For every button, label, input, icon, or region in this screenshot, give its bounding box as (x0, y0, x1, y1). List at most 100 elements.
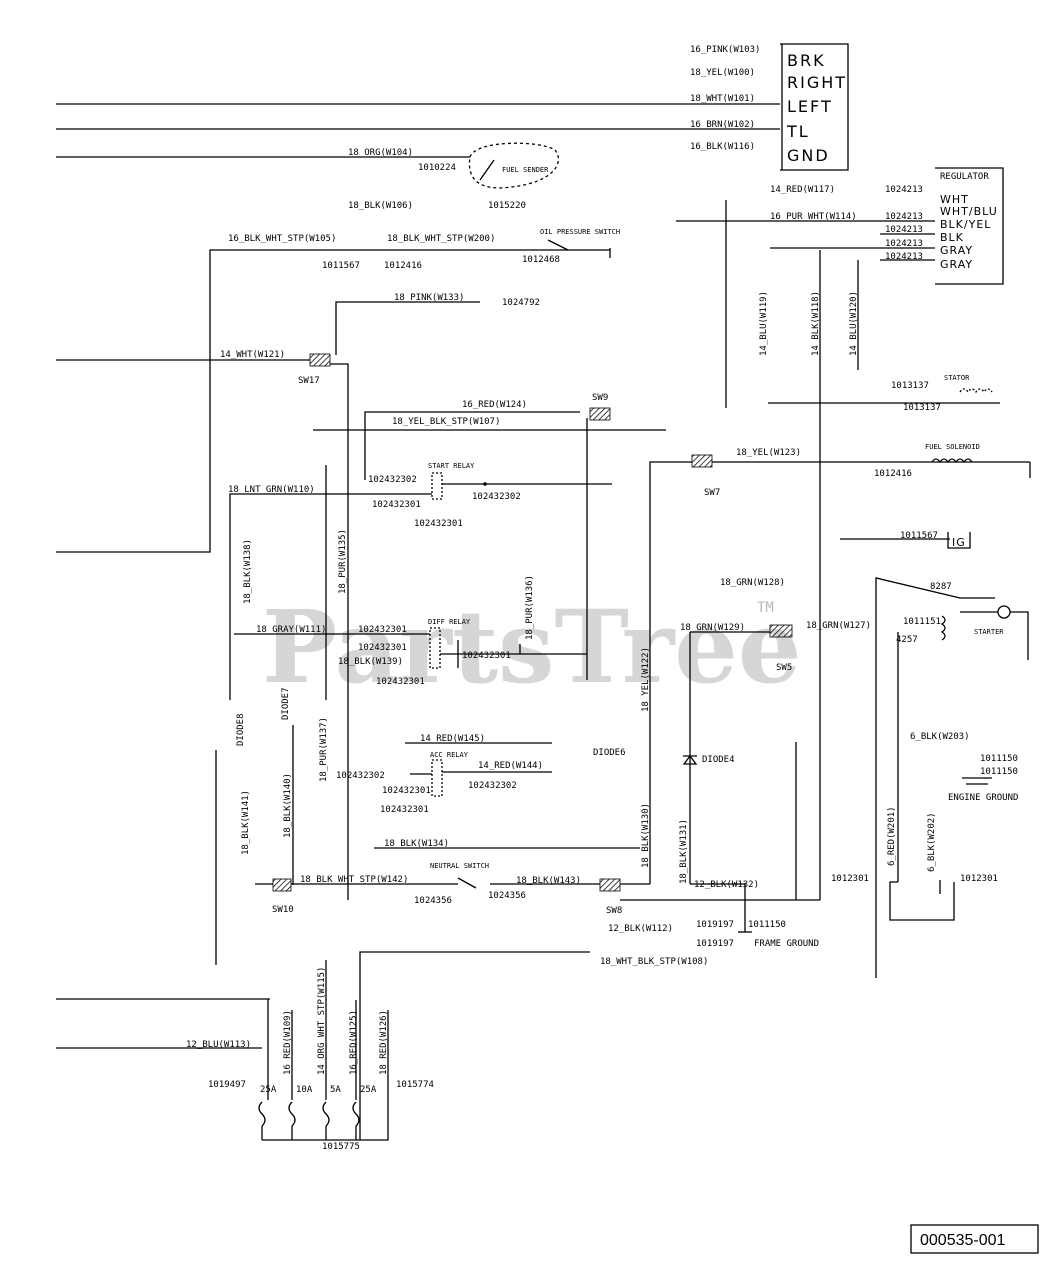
acc-relay: 14_RED(W145) ACC RELAY 14_RED(W144) 1024… (336, 734, 552, 815)
wire-label: 6_BLK(W202) (927, 812, 937, 872)
wire-label: 18_BLK(W130) (641, 803, 651, 868)
wire-label: 18_BLK(W143) (516, 876, 581, 886)
connector-label-gnd: GND (787, 146, 830, 165)
part-number: 8287 (930, 582, 952, 592)
switch-label: SW17 (298, 376, 320, 386)
regulator-term: WHT/BLU (940, 205, 998, 218)
part-number: 1012301 (960, 874, 998, 884)
neutral-switch-label: NEUTRAL SWITCH (430, 862, 489, 870)
switch-sw5 (769, 624, 793, 638)
part-number: 1011150 (980, 754, 1018, 764)
wire-label: 18_YEL(W100) (690, 68, 755, 78)
part-number: 102432301 (358, 643, 407, 653)
switch-label: SW9 (592, 393, 608, 403)
switch-sw10 (272, 878, 292, 892)
wire-label: 18_GRN(W128) (720, 578, 785, 588)
ig-label: IG (952, 536, 966, 549)
part-number: 102432301 (382, 786, 431, 796)
wire-label: 18_PUR(W135) (338, 529, 348, 594)
engine-ground-label: ENGINE GROUND (948, 793, 1018, 803)
part-number: 1015775 (322, 1142, 360, 1152)
part-number: 102432301 (376, 677, 425, 687)
diode-label: DIODE6 (593, 748, 626, 758)
part-number: 1011567 (900, 531, 938, 541)
switch-label: SW5 (776, 663, 792, 673)
wire-label: 16_RED(W109) (283, 1010, 293, 1075)
part-number: 1012416 (874, 469, 912, 479)
wire-label: 12_BLU(W113) (186, 1040, 251, 1050)
part-number: 1013137 (903, 403, 941, 413)
wire-label: 6_BLK(W203) (910, 732, 970, 742)
wire-label: 14_RED(W145) (420, 734, 485, 744)
diff-relay-label: DIFF RELAY (428, 618, 471, 626)
acc-relay-label: ACC RELAY (430, 751, 469, 759)
part-number: 102432301 (372, 500, 421, 510)
part-number: 102432302 (472, 492, 521, 502)
regulator-term: BLK/YEL (940, 218, 991, 231)
part-number: 1019197 (696, 920, 734, 930)
fuel-sender: 1010224 FUEL SENDER 1015220 (418, 142, 560, 211)
regulator-term: BLK (940, 231, 964, 244)
wire-label: 12_BLK(W112) (608, 924, 673, 934)
wire-label: 18_WHT_BLK_STP(W108) (600, 957, 708, 967)
part-number: 1010224 (418, 163, 456, 173)
part-number: 1024792 (502, 298, 540, 308)
stator-label: STATOR (944, 374, 970, 382)
starter-label: STARTER (974, 628, 1004, 636)
part-number: 102432301 (380, 805, 429, 815)
wire-label: 18_BLK(W134) (384, 839, 449, 849)
wire-label: 6_RED(W201) (887, 806, 897, 866)
wire-label: 18_ORG(W104) (348, 148, 413, 158)
part-number: 1012468 (522, 255, 560, 265)
part-number: 102432302 (368, 475, 417, 485)
dash-connector: BRK RIGHT LEFT TL GND (780, 43, 849, 171)
switch-label: SW10 (272, 905, 294, 915)
part-number: 1019497 (208, 1080, 246, 1090)
wire-label: 18_BLK(W106) (348, 201, 413, 211)
regulator: REGULATOR WHT WHT/BLU BLK/YEL BLK GRAY G… (935, 167, 1004, 285)
wire-label: 18_BLK(W139) (338, 657, 403, 667)
wire-label: 18_BLK_WHT_STP(W200) (387, 234, 495, 244)
wire-label: 16_RED(W125) (349, 1010, 359, 1075)
part-number: 1015774 (396, 1080, 434, 1090)
wire-label: 12_BLK(W132) (694, 880, 759, 890)
part-number: 1011151 (903, 617, 941, 627)
wire-label: 18_RED(W126) (379, 1010, 389, 1075)
fuse-rating: 5A (330, 1085, 341, 1095)
wire-label: 14_RED(W117) (770, 185, 835, 195)
frame-ground-label: FRAME GROUND (754, 939, 819, 949)
wire-label: 18_YEL(W123) (736, 448, 801, 458)
wire-label: 16_RED(W124) (462, 400, 527, 410)
wire-label: 18_LNT_GRN(W110) (228, 485, 315, 495)
wire-label: 14_BLU(W120) (849, 291, 859, 356)
diode-label: DIODE7 (281, 687, 291, 720)
part-number: 1024356 (488, 891, 526, 901)
part-number: 102432301 (414, 519, 463, 529)
switch-label: SW7 (704, 488, 720, 498)
part-number: 1012416 (384, 261, 422, 271)
diode-label: DIODE8 (236, 713, 246, 746)
part-number: 1024213 (885, 239, 923, 249)
wire-label: 18_GRN(W129) (680, 623, 745, 633)
part-number: 1024213 (885, 225, 923, 235)
part-number: 102432302 (336, 771, 385, 781)
switch-sw8 (599, 878, 621, 892)
part-number: 102432301 (462, 651, 511, 661)
regulator-term: GRAY (940, 258, 973, 271)
diode-label: DIODE4 (702, 755, 735, 765)
connector-label-left: LEFT (787, 97, 833, 116)
wire-label: 18_BLK_WHT_STP(W142) (300, 875, 408, 885)
fuse-block: 1019497 25A 10A 5A 25A 1015774 1015775 (208, 1010, 434, 1152)
figure-id-box (910, 1224, 1039, 1254)
part-number: 1012301 (831, 874, 869, 884)
wire-label: 14_ORG_WHT_STP(W115) (317, 967, 327, 1075)
switch-sw17 (309, 353, 331, 367)
wire-label: 16_BLK(W116) (690, 142, 755, 152)
wire-label: 14_BLK(W118) (811, 291, 821, 356)
diff-relay: 18_GRAY(W111) 102432301 102432301 18_BLK… (234, 618, 587, 687)
wire-label: 18_PINK(W133) (394, 293, 464, 303)
part-number: 4257 (896, 635, 918, 645)
part-number: 1011150 (980, 767, 1018, 777)
wire-label: 18_YEL(W122) (641, 647, 651, 712)
